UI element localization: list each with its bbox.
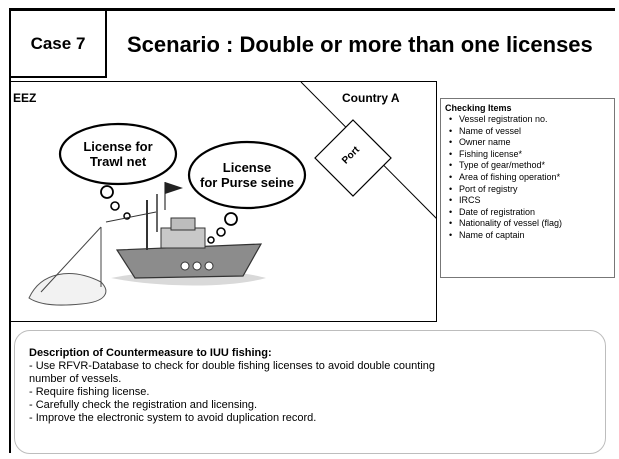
bubble-trawl-line1: License for bbox=[83, 139, 153, 154]
countermeasure-line: - Use RFVR-Database to check for double … bbox=[29, 360, 436, 372]
fishing-boat bbox=[105, 182, 263, 279]
pirate-flag bbox=[165, 182, 183, 194]
countermeasure-line: - Require fishing license. bbox=[29, 386, 150, 398]
list-item: Name of vessel bbox=[449, 126, 610, 138]
checklist-title: Checking Items bbox=[445, 103, 512, 113]
bubble-purse-line2: for Purse seine bbox=[200, 175, 294, 190]
countermeasure-line: - Carefully check the registration and l… bbox=[29, 399, 258, 411]
eez-label: EEZ bbox=[13, 91, 37, 105]
list-item: Name of captain bbox=[449, 230, 610, 242]
countermeasure-line: - Improve the electronic system to avoid… bbox=[29, 412, 317, 424]
list-item: Port of registry bbox=[449, 184, 610, 196]
bubble-purse-line1: License bbox=[222, 160, 272, 175]
countermeasure-box: Description of Countermeasure to IUU fis… bbox=[14, 330, 606, 454]
list-item: Fishing license* bbox=[449, 149, 610, 161]
list-item: Nationality of vessel (flag) bbox=[449, 218, 610, 230]
slide-header: Case 7 Scenario : Double or more than on… bbox=[9, 8, 615, 78]
countermeasure-line: number of vessels. bbox=[29, 373, 122, 385]
speech-bubble-purse bbox=[187, 140, 307, 210]
list-item: Type of gear/method* bbox=[449, 160, 610, 172]
checklist-list: Vessel registration no. Name of vessel O… bbox=[445, 114, 610, 242]
countermeasure-title: Description of Countermeasure to IUU fis… bbox=[29, 347, 272, 359]
list-item: Date of registration bbox=[449, 207, 610, 219]
slide-title: Scenario : Double or more than one licen… bbox=[105, 8, 615, 78]
bubble-trawl-line2: Trawl net bbox=[89, 154, 147, 169]
scene-illustration bbox=[28, 82, 436, 306]
eez-scene: EEZ Country A License for Trawl net Lice… bbox=[10, 81, 437, 322]
bubble-purse-text: License for Purse seine bbox=[189, 160, 305, 190]
checking-items-panel: Checking Items Vessel registration no. N… bbox=[440, 98, 615, 278]
country-label: Country A bbox=[342, 91, 400, 105]
bubble-trawl-text: License for Trawl net bbox=[65, 139, 171, 169]
list-item: Area of fishing operation* bbox=[449, 172, 610, 184]
list-item: Vessel registration no. bbox=[449, 114, 610, 126]
speech-bubble-trawl bbox=[58, 122, 178, 186]
case-label: Case 7 bbox=[9, 8, 107, 78]
port-sign bbox=[314, 119, 392, 197]
trawl-net bbox=[28, 273, 107, 306]
list-item: IRCS bbox=[449, 195, 610, 207]
list-item: Owner name bbox=[449, 137, 610, 149]
